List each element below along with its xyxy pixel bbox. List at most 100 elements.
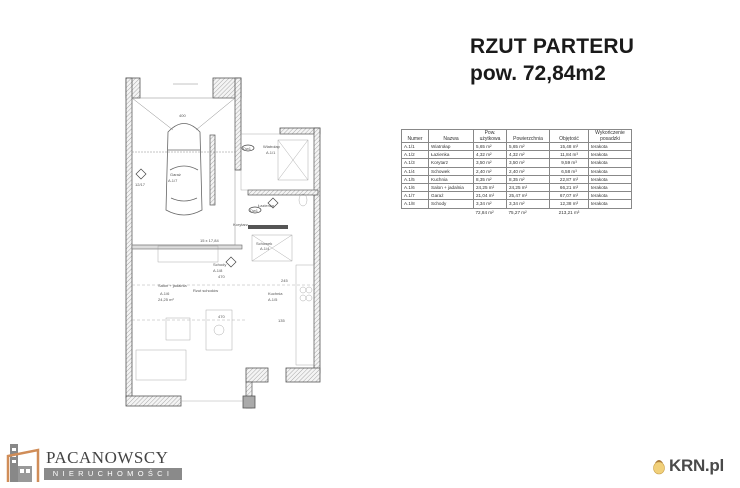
room-labels: Garaż A.1/7 Wiatrołap A.1/1 Łazienka Kor… xyxy=(135,113,288,323)
label-living-area: 24,25 m² xyxy=(158,297,174,302)
label-projection-note: Rzut schodów xyxy=(193,288,218,293)
cell-pow-uzytkowa: 3,34 m² xyxy=(473,199,507,209)
table-row: A.1/4 Schowek 2,40 m² 2,40 m² 6,58 m³ te… xyxy=(401,166,632,176)
cell-pow-uzytkowa: 4,32 m² xyxy=(473,150,507,160)
col-wykonczenie: Wykończenie posadzki xyxy=(588,129,632,143)
dim-470-bottom: 470 xyxy=(218,314,225,319)
cell-nazwa: Korytarz xyxy=(428,158,474,168)
table-row: A.1/2 Łazienka 4,32 m² 4,32 m² 11,84 m³ … xyxy=(401,150,632,160)
cell-objetosc: 12,38 m³ xyxy=(549,199,589,209)
cell-nazwa: Salon + jadalnia xyxy=(428,182,474,193)
cell-pow-uzytkowa: 3,50 m² xyxy=(473,158,507,168)
col-powierzchnia: Powierzchnia xyxy=(506,129,550,143)
level-mark: 12/17 xyxy=(135,182,146,187)
cell-wykonczenie: terakota xyxy=(588,174,632,184)
plan-area: pow. 72,84m2 xyxy=(470,62,606,85)
krn-brand-name: KRN.pl xyxy=(669,456,724,475)
label-vestibule: Wiatrołap xyxy=(263,144,281,149)
total-objetosc: 213,21 m³ xyxy=(558,209,580,215)
label-kitchen-code: A.1/5 xyxy=(268,297,278,302)
cell-objetosc: 66,21 m³ xyxy=(549,182,589,193)
cell-wykonczenie: terakota xyxy=(588,150,632,160)
label-garage: Garaż xyxy=(170,172,181,177)
cell-objetosc: 22,87 m³ xyxy=(549,174,589,184)
cell-numer: A.1/1 xyxy=(401,141,429,152)
cell-powierzchnia: 2,40 m² xyxy=(506,166,550,176)
cell-wykonczenie: terakota xyxy=(588,182,632,193)
cell-nazwa: Schowek xyxy=(428,166,474,176)
agency-logo: PACANOWSCY NIERUCHOMOŚCI xyxy=(4,440,194,486)
cell-numer: A.1/8 xyxy=(401,199,429,209)
cell-objetosc: 9,59 m³ xyxy=(549,158,589,168)
label-corridor: Korytarz xyxy=(233,222,248,227)
cell-numer: A.1/7 xyxy=(401,191,429,201)
table-row: A.1/8 Schody 3,34 m² 3,34 m² 12,38 m³ te… xyxy=(401,199,632,209)
label-storage: Schowek xyxy=(256,241,272,246)
cell-numer: A.1/2 xyxy=(401,150,429,160)
cell-nazwa: Kuchnia xyxy=(428,174,474,184)
cell-pow-uzytkowa: 5,65 m² xyxy=(473,141,507,152)
col-nazwa: Nazwa xyxy=(428,129,474,143)
label-stairs: Schody xyxy=(213,262,226,267)
table-row: A.1/5 Kuchnia 8,35 m² 8,35 m² 22,87 m³ t… xyxy=(401,174,632,184)
dim-135: 135 xyxy=(278,318,285,323)
door-label-1: Dw1 xyxy=(243,146,252,151)
table-header-row: Numer Nazwa Pow. użytkowa Powierzchnia O… xyxy=(401,129,632,143)
label-kitchen: Kuchnia xyxy=(268,291,283,296)
table-row: A.1/7 Garaż 21,04 m² 25,47 m² 67,07 m³ t… xyxy=(401,191,632,201)
cell-objetosc: 6,58 m³ xyxy=(549,166,589,176)
krn-logo: KRN.pl xyxy=(652,455,724,477)
cell-nazwa: Wiatrołap xyxy=(428,141,474,152)
plan-title-block: RZUT PARTERU pow. 72,84m2 xyxy=(470,36,634,84)
cell-wykonczenie: terakota xyxy=(588,158,632,168)
table-row: A.1/6 Salon + jadalnia 24,25 m² 24,25 m²… xyxy=(401,182,632,193)
rooms-table: Numer Nazwa Pow. użytkowa Powierzchnia O… xyxy=(401,129,632,216)
table-row: A.1/1 Wiatrołap 5,65 m² 5,65 m² 15,48 m³… xyxy=(401,141,632,152)
dim-470-top: 470 xyxy=(218,274,225,279)
label-stair-note: 15 x 17,84 xyxy=(200,238,219,243)
cell-nazwa: Łazienka xyxy=(428,150,474,160)
cell-nazwa: Garaż xyxy=(428,191,474,201)
section-markers xyxy=(135,144,279,268)
label-vestibule-code: A.1/1 xyxy=(266,150,276,155)
cell-objetosc: 67,07 m³ xyxy=(549,191,589,201)
label-living-code: A.1/6 xyxy=(160,291,170,296)
total-powierzchnia: 75,27 m² xyxy=(508,209,527,215)
acorn-icon xyxy=(653,460,665,475)
label-living: Salon + jadalnia xyxy=(158,283,187,288)
agency-brand-sub: NIERUCHOMOŚCI xyxy=(44,468,182,480)
cell-wykonczenie: terakota xyxy=(588,191,632,201)
label-stairs-code: A.1/8 xyxy=(213,268,223,273)
cell-powierzchnia: 25,47 m² xyxy=(506,191,550,201)
floor-plan: Garaż A.1/7 Wiatrołap A.1/1 Łazienka Kor… xyxy=(125,77,321,409)
label-bathroom: Łazienka xyxy=(258,203,275,208)
cell-pow-uzytkowa: 21,04 m² xyxy=(473,191,507,201)
car-icon xyxy=(165,123,203,216)
cell-pow-uzytkowa: 2,40 m² xyxy=(473,166,507,176)
cell-pow-uzytkowa: 8,35 m² xyxy=(473,174,507,184)
cell-powierzchnia: 5,65 m² xyxy=(506,141,550,152)
building-logo-icon xyxy=(6,444,40,482)
label-garage-code: A.1/7 xyxy=(168,178,178,183)
cell-numer: A.1/5 xyxy=(401,174,429,184)
interior-lines xyxy=(132,133,315,402)
cell-powierzchnia: 8,35 m² xyxy=(506,174,550,184)
door-label-2: Dw1 xyxy=(250,208,259,213)
cell-wykonczenie: terakota xyxy=(588,199,632,209)
cell-powierzchnia: 4,32 m² xyxy=(506,150,550,160)
agency-brand-name: PACANOWSCY xyxy=(46,448,169,467)
cell-numer: A.1/4 xyxy=(401,166,429,176)
col-numer: Numer xyxy=(401,129,429,143)
garage-room xyxy=(131,83,236,246)
dim-400: 400 xyxy=(179,113,186,118)
col-pow-uzytkowa: Pow. użytkowa xyxy=(473,129,507,143)
cell-powierzchnia: 3,50 m² xyxy=(506,158,550,168)
cell-numer: A.1/3 xyxy=(401,158,429,168)
dim-245: 245 xyxy=(281,278,288,283)
cell-objetosc: 11,84 m³ xyxy=(549,150,589,160)
cell-pow-uzytkowa: 24,25 m² xyxy=(473,182,507,193)
cell-wykonczenie: terakota xyxy=(588,166,632,176)
label-storage-code: A.1/4 xyxy=(260,246,270,251)
table-totals-row: 72,84 m² 75,27 m² 213,21 m³ xyxy=(402,208,632,216)
cell-numer: A.1/6 xyxy=(401,182,429,193)
